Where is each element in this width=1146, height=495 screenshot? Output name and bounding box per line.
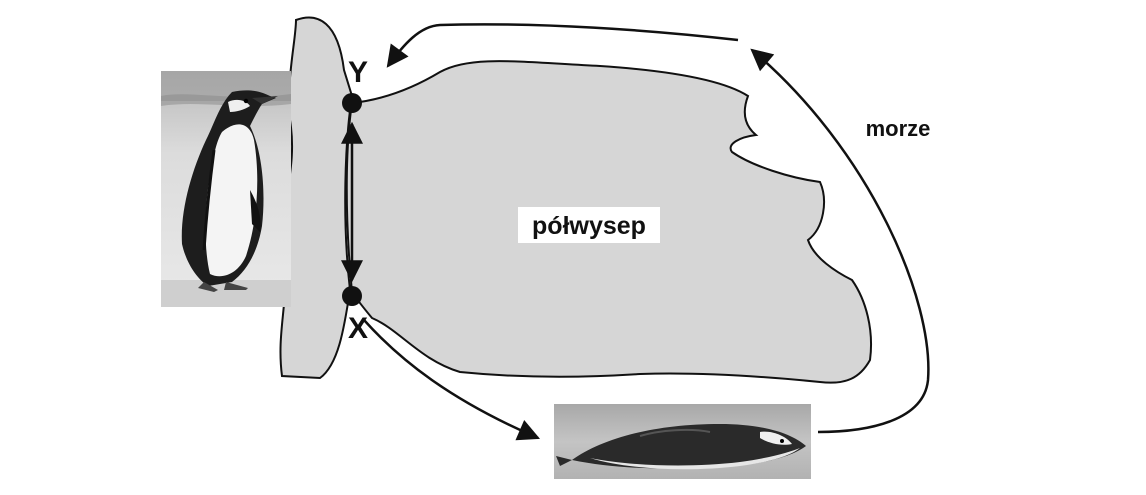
peninsula-label-bg: [518, 207, 660, 243]
standing-penguin-photo: [161, 71, 291, 307]
sea-label: morze: [866, 116, 931, 141]
point-y-label: Y: [348, 56, 368, 89]
point-x-label: X: [348, 312, 368, 345]
mainland-strip: [279, 16, 354, 380]
point-y-dot: [342, 93, 362, 113]
path-sea-route: [750, 48, 930, 434]
point-x-dot: [342, 286, 362, 306]
swimming-penguin-photo: [554, 404, 811, 479]
peninsula-label: półwysep: [532, 212, 646, 240]
path-to-y: [386, 23, 739, 68]
path-x-to-swimmer: [363, 319, 541, 441]
